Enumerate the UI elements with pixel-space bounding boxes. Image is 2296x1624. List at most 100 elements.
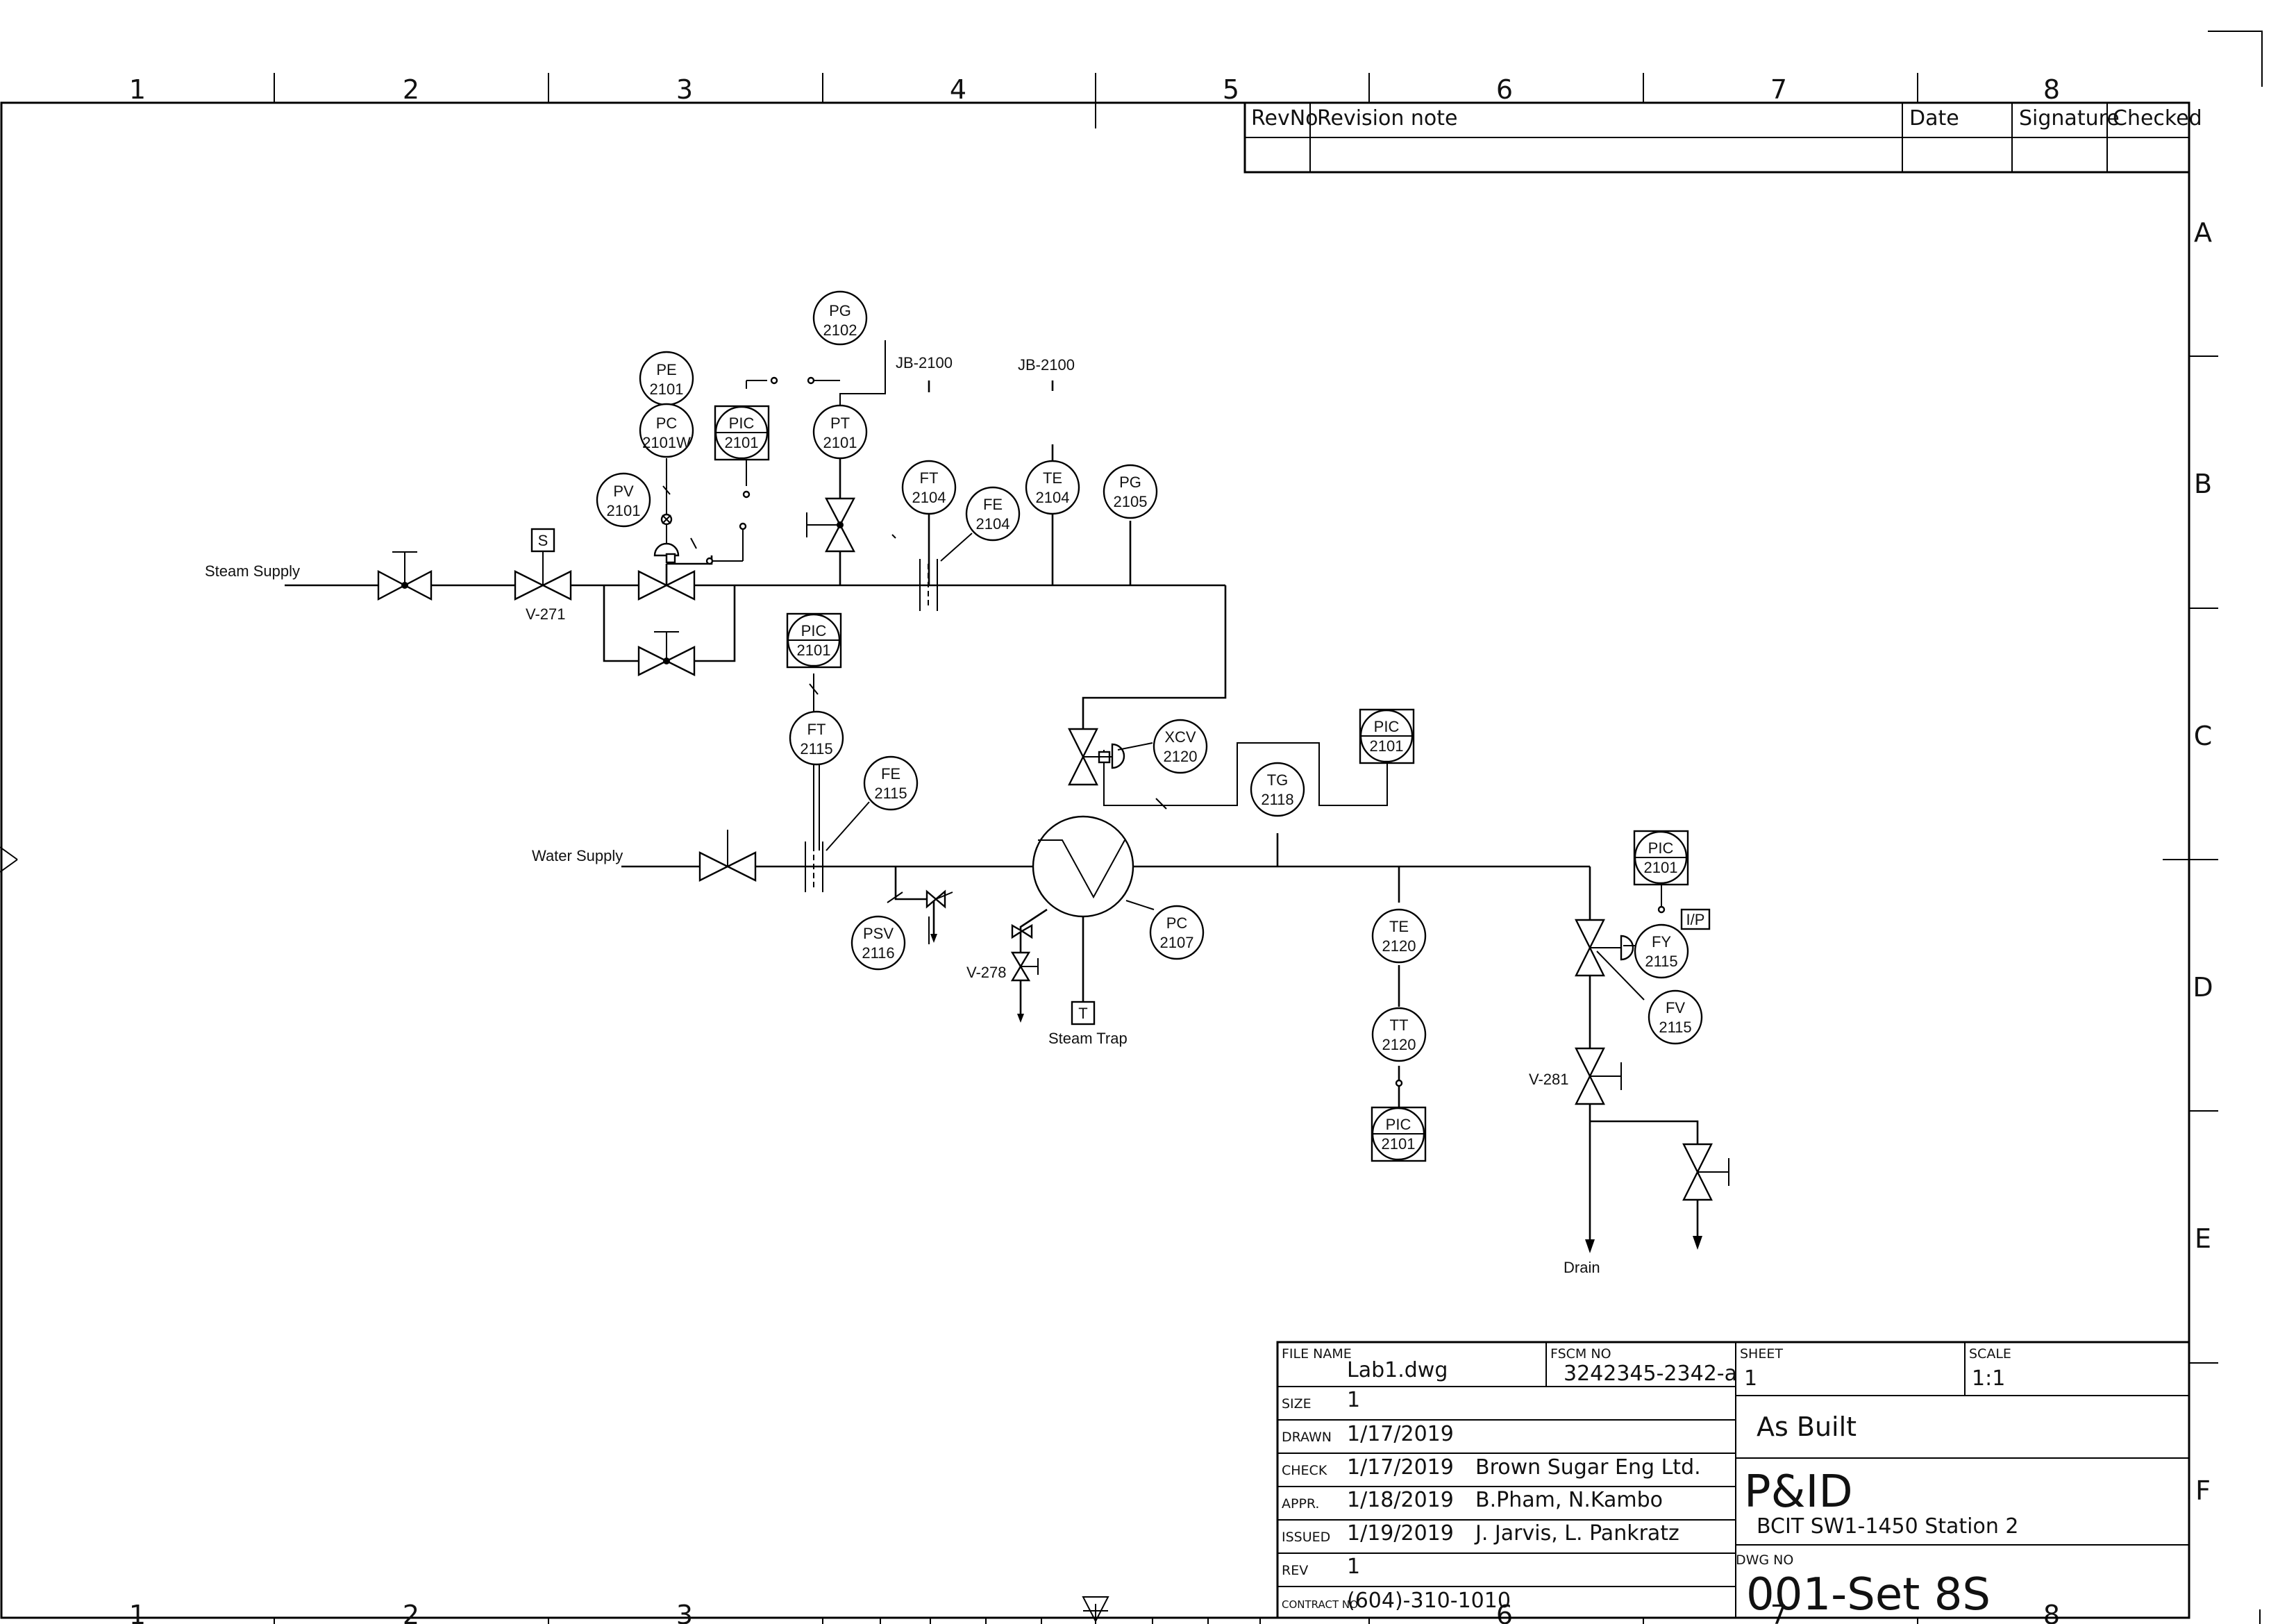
instrument-xcv-2120: XCV 2120 bbox=[1153, 719, 1208, 774]
instrument-pic-2101-c: PIC 2101 bbox=[1359, 708, 1415, 764]
control-valve-xcv2120 bbox=[1068, 698, 1125, 786]
instrument-pe-2101: PE 2101 bbox=[639, 351, 694, 406]
pg-2102-code: PG bbox=[829, 302, 851, 319]
label-v278: V-278 bbox=[966, 964, 1007, 981]
instrument-tg-2118: TG 2118 bbox=[1250, 762, 1305, 817]
grid-col-6-bottom: 6 bbox=[1496, 1600, 1513, 1624]
control-valve-pv2101 bbox=[637, 458, 696, 601]
bypass-valve bbox=[637, 631, 696, 676]
fe-2115-code: FE bbox=[881, 765, 900, 782]
tb-drawn: 1/17/2019 bbox=[1347, 1422, 1454, 1446]
rev-header-signature: Signature bbox=[2019, 106, 2120, 131]
grid-row-d: D bbox=[2193, 972, 2213, 1003]
solenoid-valve-v271: S V-271 bbox=[514, 528, 572, 623]
grid-col-2: 2 bbox=[403, 74, 419, 105]
pc-2101w-code: PC bbox=[656, 415, 678, 432]
grid-col-7: 7 bbox=[1770, 74, 1787, 105]
tb-contract-label: CONTRACT NO bbox=[1282, 1598, 1358, 1611]
fy-2115-num: 2115 bbox=[1645, 953, 1677, 970]
label-jb-2100-b: JB-2100 bbox=[1018, 356, 1075, 374]
fe-2104-num: 2104 bbox=[976, 515, 1010, 533]
tb-subtitle: BCIT SW1-1450 Station 2 bbox=[1757, 1514, 2019, 1539]
tt-2120-code: TT bbox=[1390, 1016, 1409, 1034]
grid-row-a: A bbox=[2194, 217, 2212, 248]
pic-2101-e-code: PIC bbox=[1386, 1116, 1411, 1133]
rev-header-note: Revision note bbox=[1317, 106, 1458, 131]
drain-valve-v278: V-278 bbox=[966, 923, 1039, 982]
instrument-pv-2101: PV 2101 bbox=[596, 472, 651, 528]
tb-issued-name: J. Jarvis, L. Pankratz bbox=[1474, 1521, 1679, 1546]
tb-issued: 1/19/2019 bbox=[1347, 1521, 1454, 1546]
grid-col-8: 8 bbox=[2043, 74, 2060, 105]
title-block: FILE NAME Lab1.dwg FSCM NO 3242345-2342-… bbox=[1276, 1341, 2190, 1621]
tb-scale-label: SCALE bbox=[1969, 1346, 2011, 1362]
grid-row-c: C bbox=[2194, 721, 2213, 751]
tb-issued-label: ISSUED bbox=[1282, 1530, 1330, 1545]
tg-2118-num: 2118 bbox=[1261, 791, 1293, 808]
instrument-pic-2101-e: PIC 2101 bbox=[1371, 1106, 1427, 1162]
line-labels: Steam Supply Water Supply JB-2100 JB-210… bbox=[205, 354, 1600, 1276]
ip-converter: I/P bbox=[1680, 908, 1711, 930]
psv-2116-valve bbox=[925, 889, 953, 909]
instrument-fe-2115: FE 2115 bbox=[863, 755, 919, 811]
zone-ticks bbox=[274, 73, 2218, 1624]
grid-col-5: 5 bbox=[1223, 74, 1239, 105]
sheet-border bbox=[0, 31, 2263, 1624]
heat-exchanger bbox=[1032, 815, 1134, 918]
label-steam-supply: Steam Supply bbox=[205, 562, 300, 580]
signal-lines bbox=[662, 376, 1666, 1087]
instrument-ft-2104: FT 2104 bbox=[901, 460, 957, 515]
tb-size-label: SIZE bbox=[1282, 1396, 1312, 1412]
tb-sheet: 1 bbox=[1744, 1366, 1757, 1391]
pv-2101-num: 2101 bbox=[607, 502, 641, 519]
ft-2115-code: FT bbox=[807, 721, 826, 738]
label-drain: Drain bbox=[1564, 1259, 1600, 1276]
psv-2116-num: 2116 bbox=[862, 944, 894, 962]
ft-2104-num: 2104 bbox=[912, 489, 946, 506]
pg-2105-num: 2105 bbox=[1114, 493, 1148, 510]
pv-2101-code: PV bbox=[613, 483, 634, 500]
tb-appr-label: APPR. bbox=[1282, 1496, 1319, 1512]
instrument-pc-2107: PC 2107 bbox=[1149, 905, 1205, 960]
tb-check-name: Brown Sugar Eng Ltd. bbox=[1475, 1455, 1701, 1480]
instrument-pg-2102: PG 2102 bbox=[812, 290, 868, 346]
instrument-psv-2116: PSV 2116 bbox=[850, 915, 906, 971]
fe-2104-code: FE bbox=[983, 496, 1003, 513]
tb-sheet-label: SHEET bbox=[1740, 1346, 1783, 1362]
pg-2102-num: 2102 bbox=[823, 321, 857, 339]
solenoid-s-label: S bbox=[538, 532, 548, 549]
instrument-pic-2101-b: PIC 2101 bbox=[786, 612, 842, 669]
ft-2115-num: 2115 bbox=[800, 740, 832, 757]
ft-2104-code: FT bbox=[920, 469, 939, 487]
grid-row-f: F bbox=[2195, 1475, 2211, 1506]
pic-2101-c-code: PIC bbox=[1374, 718, 1400, 735]
tt-2120-num: 2120 bbox=[1382, 1036, 1416, 1053]
grid-row-e: E bbox=[2195, 1223, 2211, 1254]
tb-check-label: CHECK bbox=[1282, 1463, 1327, 1478]
instrument-pic-2101-a: PIC 2101 bbox=[714, 405, 770, 461]
orifice-plate-2104 bbox=[919, 559, 938, 611]
grid-col-4: 4 bbox=[950, 74, 966, 105]
trap-t-label: T bbox=[1078, 1005, 1087, 1022]
instrument-te-2104: TE 2104 bbox=[1025, 460, 1080, 515]
pc-2107-code: PC bbox=[1166, 914, 1188, 932]
instrument-pt-2101: PT 2101 bbox=[812, 404, 868, 460]
pic-2101-a-num: 2101 bbox=[725, 434, 759, 451]
label-water-supply: Water Supply bbox=[532, 847, 623, 864]
grid-row-b: B bbox=[2194, 469, 2212, 499]
pe-2101-code: PE bbox=[656, 361, 676, 378]
grid-col-2-bottom: 2 bbox=[403, 1600, 419, 1624]
rev-header-date: Date bbox=[1909, 106, 1959, 131]
label-jb-2100-a: JB-2100 bbox=[896, 354, 953, 371]
orifice-plate-2115 bbox=[805, 842, 823, 892]
pic-2101-d-code: PIC bbox=[1648, 839, 1674, 857]
tb-rev-label: REV bbox=[1282, 1563, 1308, 1578]
tb-title: P&ID bbox=[1744, 1466, 1853, 1518]
steam-trap: T Steam Trap bbox=[1048, 1001, 1128, 1047]
te-2120-code: TE bbox=[1389, 918, 1409, 935]
tb-file-name-label: FILE NAME bbox=[1282, 1346, 1352, 1362]
psv-2116-code: PSV bbox=[863, 925, 894, 942]
control-valve-fv2115 bbox=[1575, 919, 1634, 977]
tb-fscm: 3242345-2342-a bbox=[1564, 1362, 1737, 1386]
